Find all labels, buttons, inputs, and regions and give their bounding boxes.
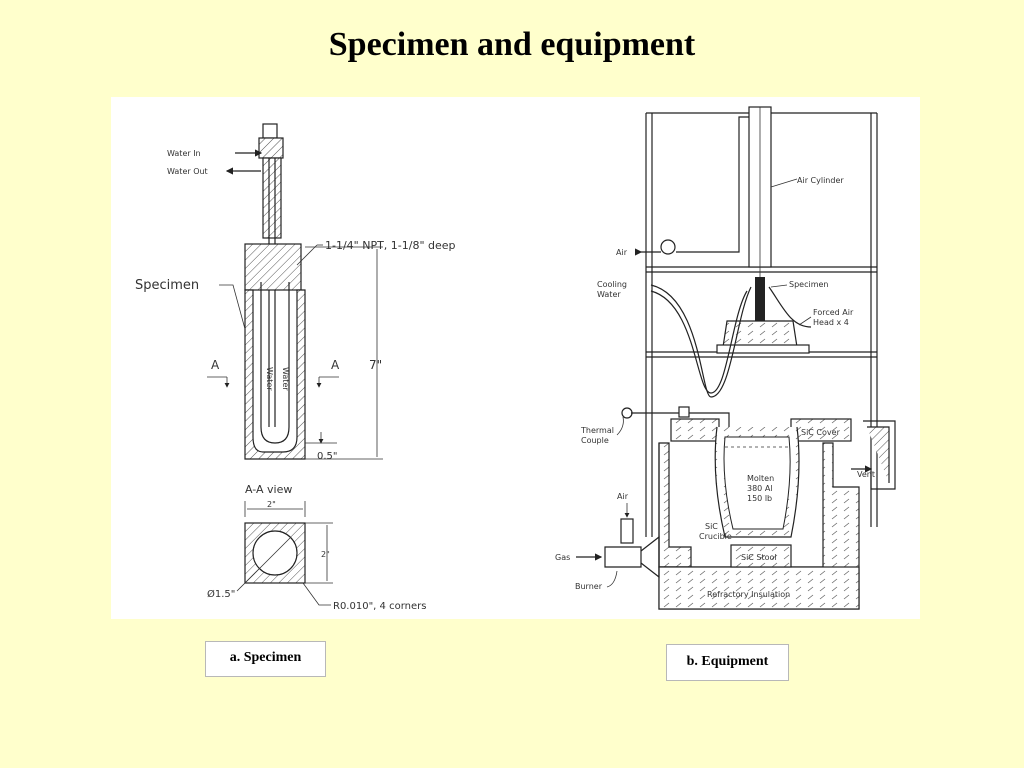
thread-note: 1-1/4" NPT, 1-1/8" deep [325,239,456,252]
caption-equipment: b. Equipment [666,644,789,681]
top-fitting [262,123,278,139]
air-burner-label: Air [617,492,629,501]
technical-drawing: Water In Water Out Water Water 1-1/4" NP… [135,106,896,612]
refractory-label: Refractory Insulation [707,590,790,599]
bottom-dim: 0.5" [317,451,338,462]
thermocouple-handle [621,407,633,419]
sic-cover-label: SiC Cover [801,428,841,437]
sic-crucible-label-1: SiC [705,522,718,531]
sic-stool [730,544,792,568]
vent-label: Vent [857,470,875,479]
burner-label: Burner [575,582,603,591]
section-a-right: A [331,358,340,372]
threaded-cap [244,243,302,291]
water-left-label: Water [265,367,274,391]
air-valve [660,239,676,255]
gas-label: Gas [555,553,570,562]
specimen-body [244,289,306,460]
slide-title: Specimen and equipment [328,26,696,63]
diameter-dim: Ø1.5" [207,588,235,600]
corner-note: R0.010", 4 corners [333,601,426,612]
molten-label-3: 150 lb [747,494,772,503]
water-out-label: Water Out [167,167,208,176]
specimen-drawing: Water In Water Out Water Water 1-1/4" NP… [135,123,456,612]
sic-cover-left [670,418,720,442]
burner [604,546,642,568]
thermo-label-2: Couple [581,436,609,445]
forced-air-label-2: Head x 4 [813,318,849,327]
cooling-water-label-2: Water [597,290,621,299]
section-a-left: A [211,358,220,372]
air-top-label: Air [616,248,628,257]
water-right-label: Water [281,367,290,391]
molten-label-2: 380 Al [747,484,773,493]
thermo-label-1: Thermal [580,426,614,435]
fitting-block [258,137,284,159]
side-dim: 2" [321,550,330,559]
sic-stool-label: SiC Stool [741,553,777,562]
molten-label-1: Molten [747,474,774,483]
water-in-label: Water In [167,149,201,158]
forced-air-head [722,320,798,348]
cooling-water-label-1: Cooling [597,280,627,289]
specimen-label: Specimen [135,278,199,293]
forced-air-label-1: Forced Air [813,308,854,317]
sic-crucible-label-2: Crucible [699,532,732,541]
width-dim: 2" [267,500,276,509]
equipment-specimen [755,277,765,347]
diagram-panel: Water In Water Out Water Water 1-1/4" NP… [111,97,920,619]
cooling-tube [262,157,282,239]
caption-specimen: a. Specimen [205,641,326,677]
equipment-drawing: Air Air Cylinder Cooling Water Specimen … [555,106,896,610]
height-dim: 7" [369,358,382,372]
specimen-equip-label: Specimen [789,280,828,289]
air-cylinder-label: Air Cylinder [797,176,844,185]
aa-view-title: A-A view [245,483,292,496]
